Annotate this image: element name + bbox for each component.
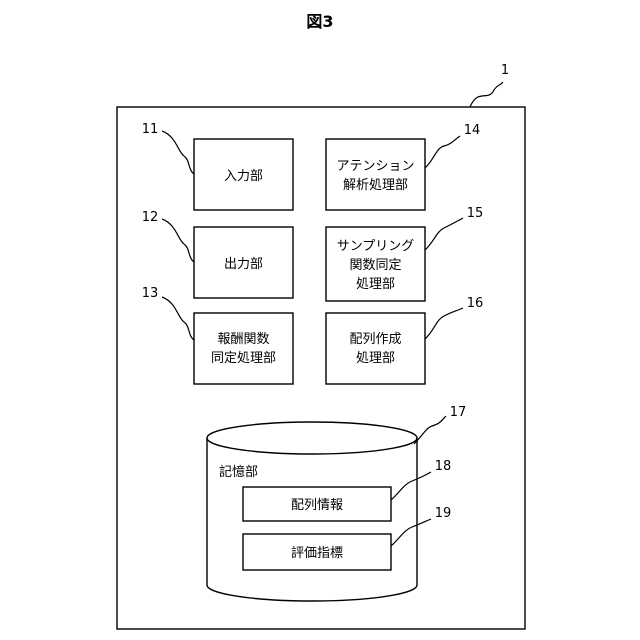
attention-block: アテンション 解析処理部 — [326, 139, 425, 210]
sequence-creation-label-line1: 配列作成 — [349, 332, 401, 347]
sequence-creation-label-line2: 処理部 — [356, 351, 395, 366]
storage-ref-number: 17 — [450, 405, 467, 420]
sequence-creation-block-box — [326, 313, 425, 384]
reward-ref-number: 13 — [142, 286, 159, 301]
sequence-creation-block: 配列作成 処理部 — [326, 313, 425, 384]
output-block: 出力部 — [194, 227, 293, 298]
input-leader-line — [162, 131, 194, 174]
reward-function-label-line1: 報酬関数 — [217, 332, 269, 347]
sequence-info-ref-number: 18 — [435, 459, 452, 474]
attention-label-line1: アテンション — [336, 159, 414, 174]
evaluation-index-label: 評価指標 — [291, 546, 343, 561]
sampling-label-line1: サンプリング — [337, 239, 415, 254]
evaluation-index-box: 評価指標 — [243, 534, 391, 570]
sampling-label-line2: 関数同定 — [349, 258, 401, 273]
reward-function-block-box — [194, 313, 293, 384]
output-block-label: 出力部 — [224, 257, 263, 272]
storage-cylinder-top — [207, 422, 417, 454]
storage-label: 記憶部 — [219, 464, 258, 480]
sampling-leader-line — [425, 218, 463, 250]
output-leader-line — [162, 219, 194, 262]
attention-leader-line — [425, 136, 460, 168]
sequence-creation-leader-line — [425, 308, 463, 339]
sampling-ref-number: 15 — [467, 206, 484, 221]
figure-title: 図3 — [306, 12, 333, 31]
attention-block-box — [326, 139, 425, 210]
input-block: 入力部 — [194, 139, 293, 210]
reward-function-label-line2: 同定処理部 — [211, 351, 276, 366]
attention-label-line2: 解析処理部 — [343, 178, 408, 193]
output-ref-number: 12 — [142, 210, 159, 225]
attention-ref-number: 14 — [464, 123, 481, 138]
device-leader-line — [470, 82, 503, 107]
input-block-label: 入力部 — [224, 169, 263, 184]
sequence-info-label: 配列情報 — [291, 498, 343, 513]
device-ref-number: 1 — [501, 63, 509, 78]
evaluation-index-ref-number: 19 — [435, 506, 452, 521]
storage-leader-line — [414, 416, 446, 444]
sampling-label-line3: 処理部 — [356, 277, 395, 292]
sequence-info-box: 配列情報 — [243, 487, 391, 521]
input-ref-number: 11 — [142, 122, 159, 137]
reward-leader-line — [162, 297, 194, 340]
sampling-block: サンプリング 関数同定 処理部 — [326, 227, 425, 301]
reward-function-block: 報酬関数 同定処理部 — [194, 313, 293, 384]
sequence-creation-ref-number: 16 — [467, 296, 484, 311]
